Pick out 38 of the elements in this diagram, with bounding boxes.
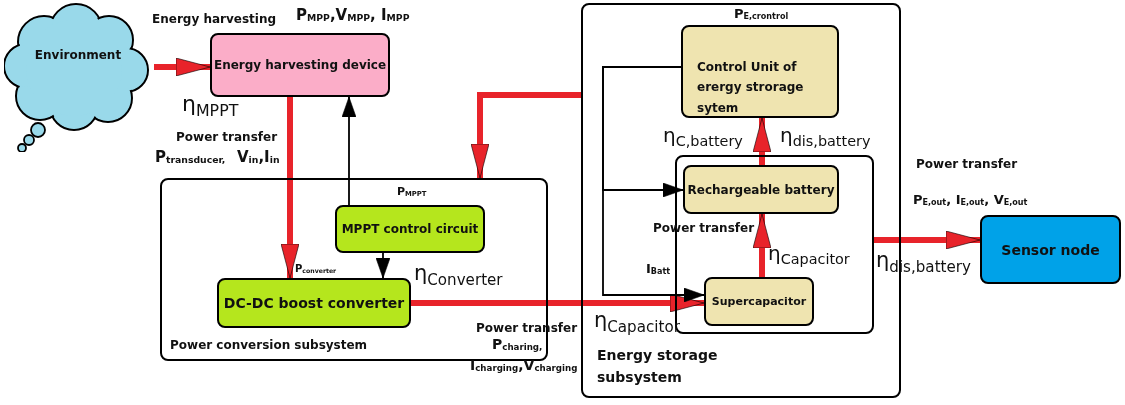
quantity-label: Energy harvesting	[152, 13, 277, 27]
quantity-label: P$_{E,crontrol}$	[734, 7, 789, 23]
power-arrow	[752, 117, 772, 165]
quantity-label: Power transfer	[176, 131, 278, 145]
node-label: Rechargeable battery	[686, 182, 836, 197]
node-label: Sensor node	[1000, 241, 1101, 258]
quantity-label: Power transfer	[916, 158, 1018, 172]
power-arrow	[154, 57, 211, 77]
node-label: Energy storage subsystem	[597, 346, 719, 387]
quantity-label: P$_{E,out}$, I$_{E,out}$, V$_{E,out}$	[913, 193, 1028, 209]
quantity-label: P$_{charing,}$	[492, 337, 543, 353]
efficiency-label: η$_{Capacitor}$	[768, 242, 850, 269]
node-label: Supercapacitor	[710, 294, 808, 309]
node-label: MPPT control circuit	[340, 221, 480, 237]
efficiency-label: η$_{Converter}$	[414, 262, 503, 289]
process-box	[704, 277, 814, 326]
signal-arrow	[602, 66, 705, 303]
quantity-label: I$_{Batt}$	[646, 262, 671, 278]
node-label: Control Unit of erergy strorage sytem	[697, 59, 805, 117]
node-label: Energy harvesting device	[212, 57, 388, 73]
signal-arrow	[375, 252, 391, 279]
efficiency-label: η$_{dis,battery}$	[780, 124, 871, 151]
power-arrow	[470, 92, 581, 179]
efficiency-label: η$_{MPPT}$	[182, 92, 239, 120]
process-box	[683, 165, 839, 214]
power-arrow	[411, 293, 705, 313]
signal-arrow	[341, 96, 357, 206]
quantity-label: I$_{charging}$,V$_{charging}$	[470, 358, 578, 374]
process-box	[980, 215, 1121, 284]
efficiency-label: η$_{C,battery}$	[663, 124, 743, 151]
node-label: DC-DC boost converter	[222, 294, 406, 312]
power-arrow	[874, 230, 981, 250]
power-arrow	[280, 97, 300, 279]
power-arrow	[752, 213, 772, 277]
node-label: Power conversion subsystem	[170, 338, 368, 353]
quantity-label: P$_{MPPT}$	[397, 186, 427, 199]
quantity-label: P$_{converter}$	[295, 263, 337, 275]
node-label: Environment	[33, 48, 123, 63]
